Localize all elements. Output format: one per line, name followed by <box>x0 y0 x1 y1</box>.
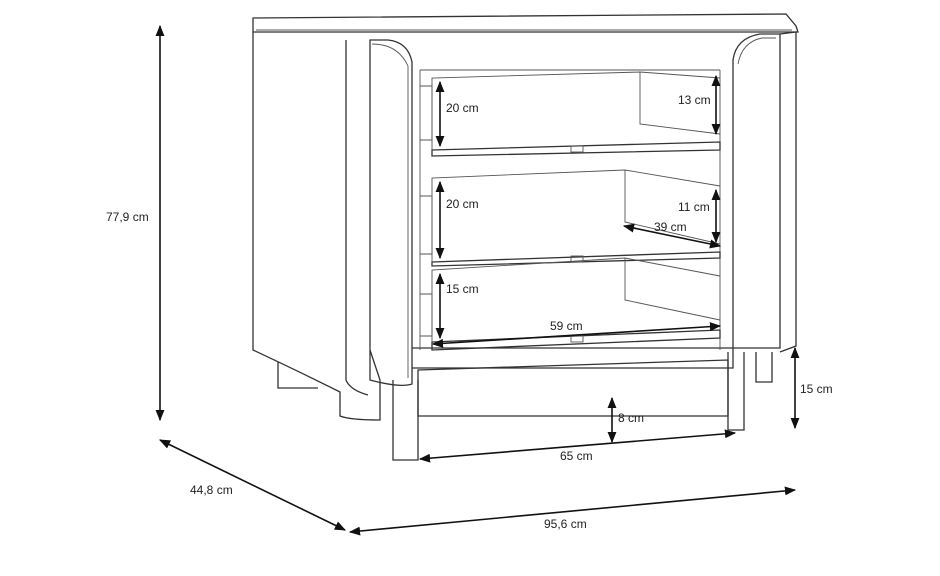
drawer2-side-height-label: 11 cm <box>678 200 710 214</box>
dimension-lines <box>155 24 800 536</box>
width-line <box>348 486 797 536</box>
drawer-1 <box>420 71 721 157</box>
drawer-inner-depth-label: 39 cm <box>654 220 687 234</box>
drawer1-side-height-label: 13 cm <box>678 93 711 107</box>
depth-line <box>158 439 347 531</box>
bottom-gap-label: 8 cm <box>618 411 644 425</box>
inner-base-width-label: 65 cm <box>560 449 593 463</box>
total-height-label: 77,9 cm <box>106 210 149 224</box>
width-label: 95,6 cm <box>544 517 587 531</box>
drawer-2 <box>420 169 721 267</box>
drawer-inner-depth-line <box>622 223 722 249</box>
depth-label: 44,8 cm <box>190 483 233 497</box>
drawer-inner-width-line <box>431 322 722 348</box>
drawer1-height-label: 20 cm <box>446 101 479 115</box>
drawer3-height-label: 15 cm <box>446 282 479 296</box>
drawer-inner-width-label: 59 cm <box>550 319 583 333</box>
dimension-labels: 77,9 cm 44,8 cm 95,6 cm 15 cm 8 cm 65 cm… <box>106 93 833 531</box>
drawer2-height-label: 20 cm <box>446 197 479 211</box>
inner-base-width-line <box>418 429 737 463</box>
leg-height-label: 15 cm <box>800 382 833 396</box>
